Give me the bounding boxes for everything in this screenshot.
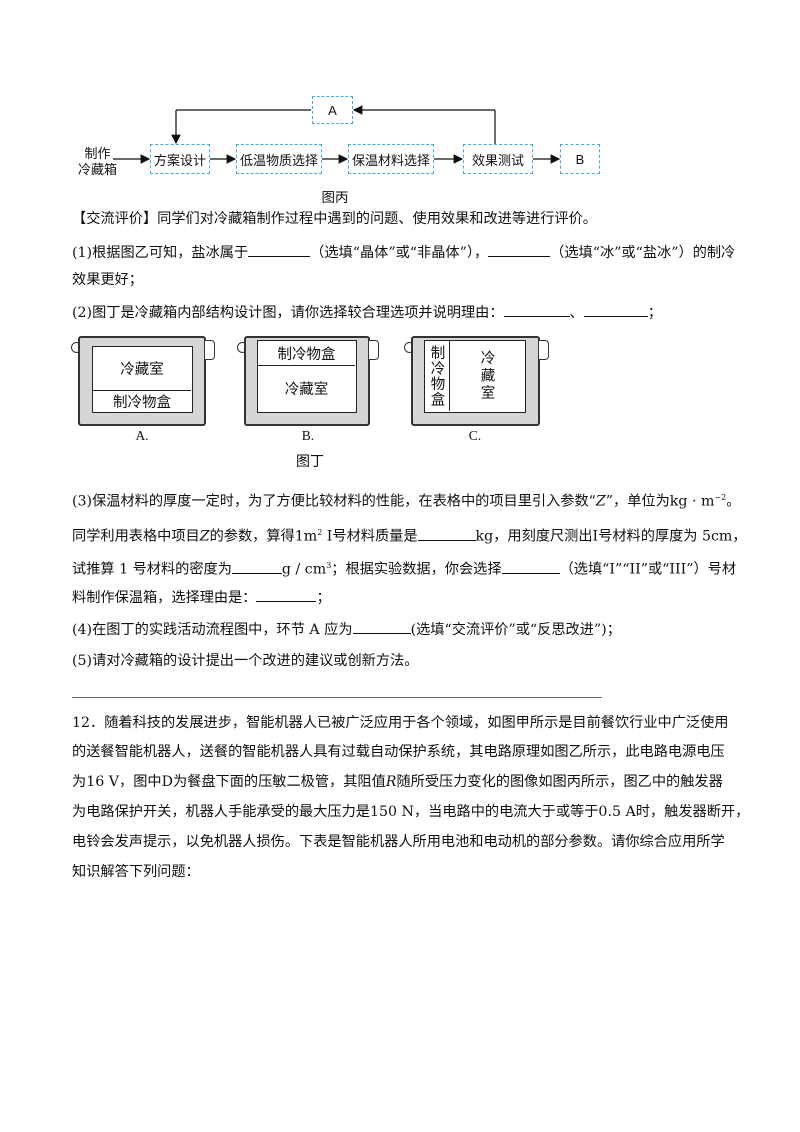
section-divider bbox=[72, 697, 602, 698]
question-1-line1: (1)根据图乙可知，盐冰属于（选填“晶体”或“非晶体”），（选填“冰”或“盐冰”… bbox=[72, 242, 735, 263]
question-12-line1: 12．随着科技的发展进步，智能机器人已被广泛应用于各个领域，如图甲所示是目前餐饮… bbox=[72, 715, 729, 731]
box-c-cold-room: 冷藏室 bbox=[449, 341, 524, 411]
flow-caption: 图丙 bbox=[321, 190, 349, 206]
flow-step-design: 方案设计 bbox=[150, 144, 210, 174]
question-12-line3: 为16 V，图中D为餐盘下面的压敏二极管，其阻值R随所受压力变化的图像如图丙所示… bbox=[72, 774, 723, 790]
question-3-line4: 料制作保温箱，选择理由是：； bbox=[72, 587, 732, 608]
question-3-line1: (3)保温材料的厚度一定时，为了方便比较材料的性能，在表格中的项目里引入参数“Z… bbox=[72, 493, 741, 510]
handle-icon bbox=[539, 340, 549, 360]
eval-heading: 【交流评价】同学们对冷藏箱制作过程中遇到的问题、使用效果和改进等进行评价。 bbox=[72, 211, 597, 227]
flow-end-b: B bbox=[560, 144, 600, 174]
box-c-label: C. bbox=[468, 428, 482, 443]
flow-feedback-a: A bbox=[312, 96, 353, 124]
box-b-label: B. bbox=[301, 428, 315, 443]
flow-step-insulation: 保温材料选择 bbox=[348, 144, 434, 174]
answer-blank bbox=[256, 587, 317, 602]
answer-blank bbox=[583, 302, 648, 317]
handle-icon bbox=[369, 340, 379, 360]
question-5: (5)请对冷藏箱的设计提出一个改进的建议或创新方法。 bbox=[72, 653, 419, 669]
question-1-line2: 效果更好； bbox=[72, 272, 143, 288]
question-4: (4)在图丁的实践活动流程图中，环节 A 应为(选填“交流评价”或“反思改进”)… bbox=[72, 619, 732, 640]
handle-icon bbox=[205, 340, 215, 360]
question-12-line4: 为电路保护开关，机器人手能承受的最大压力是150 N，当电路中的电流大于或等于0… bbox=[72, 804, 750, 820]
question-12-line2: 的送餐智能机器人，送餐的智能机器人具有过载自动保护系统，其电路原理如图乙所示，此… bbox=[72, 744, 725, 760]
answer-blank bbox=[501, 559, 560, 574]
question-12-line5: 电铃会发声提示，以免机器人损伤。下表是智能机器人所用电池和电动机的部分参数。请你… bbox=[72, 834, 725, 850]
box-a-coolant: 制冷物盒 bbox=[93, 390, 191, 411]
answer-blank bbox=[352, 619, 411, 634]
answer-blank bbox=[417, 526, 476, 541]
answer-blank bbox=[488, 242, 551, 257]
answer-blank bbox=[248, 242, 311, 257]
question-12-line6: 知识解答下列问题： bbox=[72, 864, 200, 880]
box-b-coolant: 制冷物盒 bbox=[277, 346, 336, 363]
box-a-label: A. bbox=[135, 428, 149, 443]
flow-arrows bbox=[113, 105, 561, 164]
answer-blank bbox=[503, 302, 570, 317]
box-a-cold-room: 冷藏室 bbox=[120, 362, 164, 378]
answer-blank bbox=[231, 559, 282, 574]
box-c-coolant: 制冷物盒 bbox=[428, 345, 445, 407]
box-figure-caption: 图丁 bbox=[296, 454, 324, 470]
box-b-cold-room: 冷藏室 bbox=[258, 365, 355, 411]
flow-start-label: 制作 冷藏箱 bbox=[78, 147, 118, 178]
flow-step-test: 效果测试 bbox=[463, 144, 533, 174]
flow-step-cold-substance: 低温物质选择 bbox=[236, 144, 322, 174]
question-2: (2)图丁是冷藏箱内部结构设计图，请你选择较合理选项并说明理由：、； bbox=[72, 302, 732, 323]
